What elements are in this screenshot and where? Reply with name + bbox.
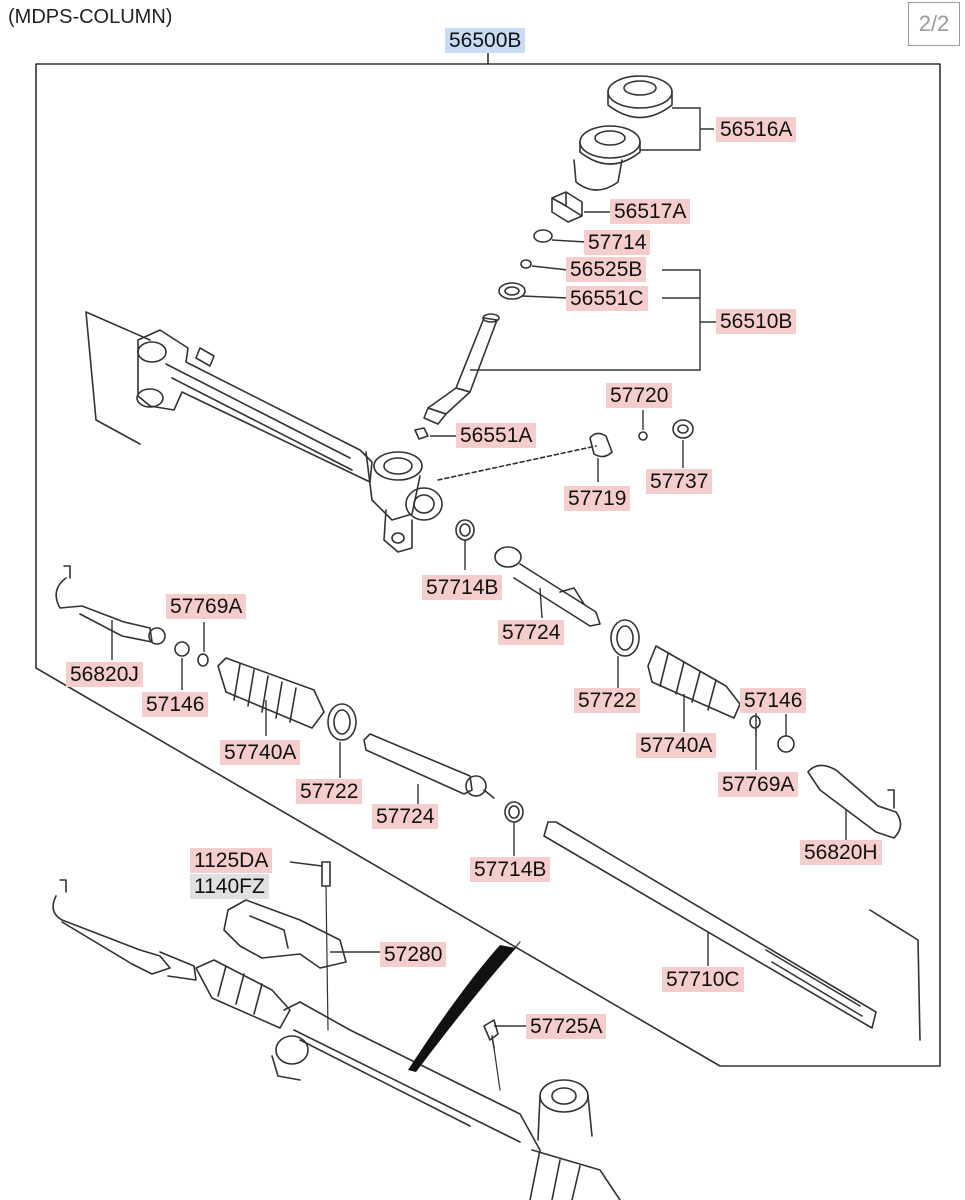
part-label-57714B-bottom[interactable]: 57714B (470, 857, 551, 882)
part-label-57722-right[interactable]: 57722 (574, 688, 641, 713)
boot-left (217, 657, 357, 741)
assembly-boundary (35, 51, 941, 1067)
rack-bar (543, 821, 921, 1041)
part-label-57146-left[interactable]: 57146 (142, 692, 209, 717)
tie-rod-end-left (55, 565, 209, 667)
part-label-56551C[interactable]: 56551C (566, 286, 648, 311)
part-label-56525B[interactable]: 56525B (566, 257, 647, 282)
mounting-bracket (223, 861, 501, 1091)
tie-rod-end-right (807, 764, 902, 839)
part-label-57719[interactable]: 57719 (564, 486, 631, 511)
page-indicator: 2/2 (908, 2, 960, 46)
part-label-57769A-left[interactable]: 57769A (166, 594, 247, 619)
part-label-1140FZ[interactable]: 1140FZ (190, 874, 269, 899)
part-label-57769A-right[interactable]: 57769A (718, 772, 799, 797)
part-label-57737[interactable]: 57737 (646, 469, 713, 494)
part-label-57720[interactable]: 57720 (606, 383, 673, 408)
part-label-57740A-right[interactable]: 57740A (636, 733, 717, 758)
part-label-57146-right[interactable]: 57146 (740, 688, 807, 713)
part-label-57714[interactable]: 57714 (584, 230, 651, 255)
inner-tie-rod-top (494, 546, 601, 627)
part-label-57714B-top[interactable]: 57714B (422, 575, 503, 600)
adjuster-parts (455, 419, 694, 541)
part-label-56516A[interactable]: 56516A (716, 117, 797, 142)
part-label-56510B[interactable]: 56510B (716, 309, 797, 334)
gear-housing-top (85, 311, 597, 553)
gear-housing-bottom (52, 879, 621, 1200)
part-label-57724-bottom[interactable]: 57724 (372, 804, 439, 829)
part-label-56517A[interactable]: 56517A (610, 199, 691, 224)
part-label-57725A[interactable]: 57725A (526, 1014, 607, 1039)
part-label-57740A-left[interactable]: 57740A (220, 740, 301, 765)
inner-tie-rod-bottom (363, 733, 524, 823)
part-label-57280[interactable]: 57280 (380, 942, 447, 967)
part-label-56820J[interactable]: 56820J (66, 662, 143, 687)
part-label-1125DA[interactable]: 1125DA (190, 848, 273, 873)
part-label-57724-top[interactable]: 57724 (498, 620, 565, 645)
assembly-label-56500B[interactable]: 56500B (445, 28, 526, 53)
part-label-57722-left[interactable]: 57722 (296, 779, 363, 804)
bearing-stack (498, 75, 673, 300)
pinion-shaft (414, 313, 500, 440)
part-label-56820H[interactable]: 56820H (800, 840, 882, 865)
part-label-56551A[interactable]: 56551A (456, 423, 537, 448)
diagram-header: (MDPS-COLUMN) (8, 6, 173, 28)
part-label-57710C[interactable]: 57710C (662, 967, 744, 992)
view-connector-wedge (408, 945, 516, 1072)
